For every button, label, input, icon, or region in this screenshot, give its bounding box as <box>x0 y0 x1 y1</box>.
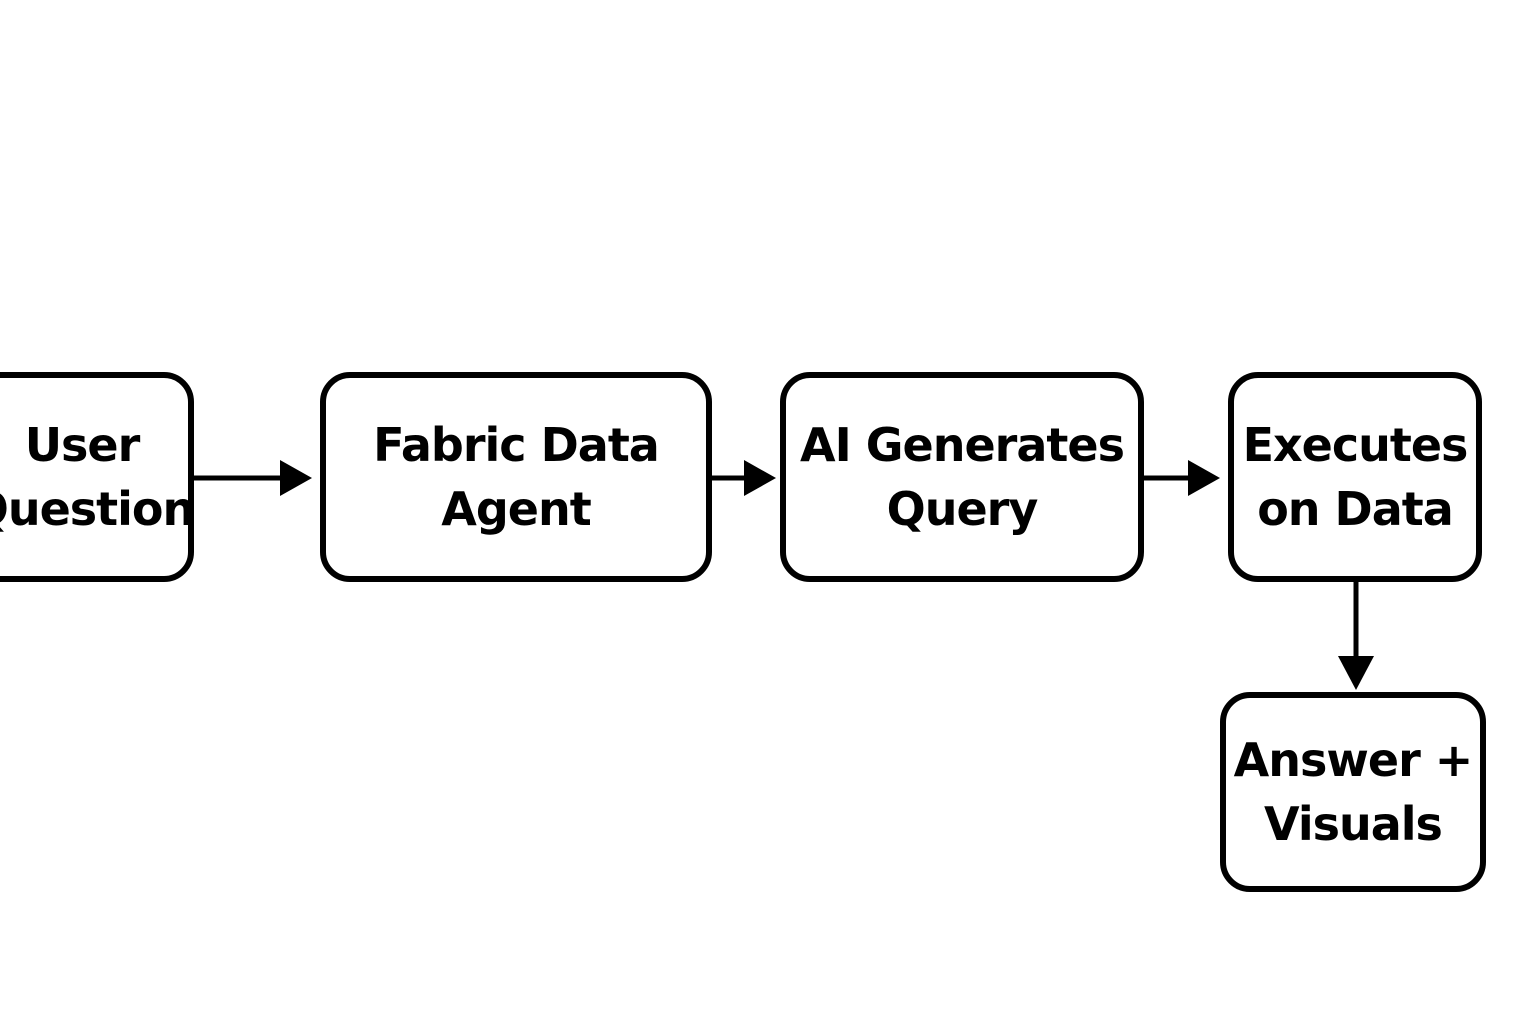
node-user-question: User Question <box>0 372 195 582</box>
arrowhead-icon <box>1188 460 1220 496</box>
edge-agent-to-query <box>712 460 776 496</box>
node-answer-visuals: Answer + Visuals <box>1220 692 1486 892</box>
node-label-line: Answer + <box>1233 733 1474 787</box>
node-label-line: Visuals <box>1264 797 1443 851</box>
node-executes-on-data: Executes on Data <box>1228 372 1482 582</box>
edge-user-to-agent <box>194 460 312 496</box>
arrowhead-icon <box>744 460 776 496</box>
node-label-line: Executes <box>1242 418 1469 472</box>
node-label-line: on Data <box>1257 482 1454 536</box>
node-label-line: Fabric Data <box>373 418 660 472</box>
edge-execute-to-answer <box>1338 582 1374 690</box>
node-label-line: User <box>24 418 141 472</box>
node-fabric-data-agent: Fabric Data Agent <box>320 372 712 582</box>
node-label: Fabric Data Agent <box>373 413 660 541</box>
edge-query-to-execute <box>1144 460 1220 496</box>
node-ai-generates-query: AI Generates Query <box>780 372 1144 582</box>
node-label-line: Question <box>0 482 195 536</box>
node-label-line: Agent <box>441 482 591 536</box>
node-label: User Question <box>0 413 195 541</box>
node-label-line: AI Generates <box>800 418 1125 472</box>
node-label: AI Generates Query <box>800 413 1125 541</box>
node-label-line: Query <box>886 482 1039 536</box>
node-label: Answer + Visuals <box>1233 728 1474 856</box>
node-label: Executes on Data <box>1242 413 1469 541</box>
arrowhead-icon <box>280 460 312 496</box>
arrowhead-icon <box>1338 656 1374 690</box>
